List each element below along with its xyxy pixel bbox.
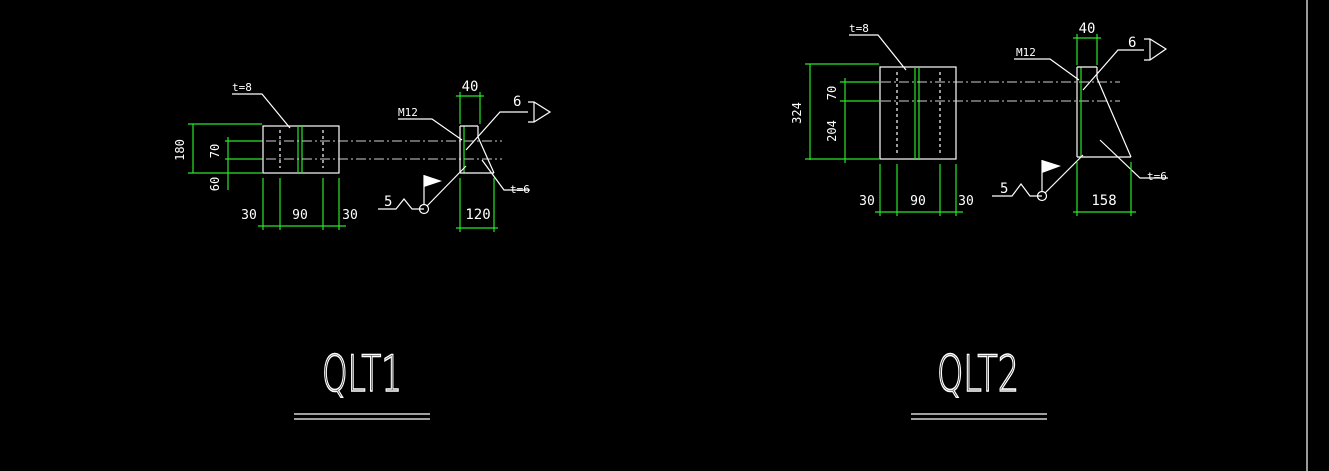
qlt2-dim-bottom-edge: 204: [825, 120, 839, 142]
qlt1-dim-right-edge: 30: [342, 208, 358, 223]
qlt2-dim-top-width: 40: [1079, 21, 1096, 37]
qlt2-weld-size-top: 6: [1128, 35, 1136, 51]
qlt2-weld-size-bottom: 5: [1000, 181, 1008, 197]
qlt1-plate: [262, 125, 340, 174]
qlt1-dim-left-edge: 30: [241, 208, 257, 223]
qlt1-title: QLT1: [322, 345, 402, 403]
qlt2-dim-right-edge: 30: [958, 194, 974, 209]
qlt1-dim-bolt-spacing: 70: [208, 144, 222, 158]
qlt1-weld-size-top: 6: [513, 94, 521, 110]
qlt1-plate-label: t=8: [232, 81, 252, 94]
qlt1-dim-top-width: 40: [462, 79, 479, 95]
qlt1-stiffener-label: t=6: [510, 183, 530, 196]
qlt2-dim-bolt-spacing: 70: [825, 86, 839, 100]
qlt1-bolt-label: M12: [398, 106, 418, 119]
qlt2-plate: [879, 66, 957, 160]
qlt1-dim-bottom-width: 120: [465, 207, 490, 223]
qlt1-dim-total-height: 180: [173, 139, 187, 161]
detail-qlt2: 324 70 204 30 90 30 t=8 40 M12 6: [790, 21, 1168, 420]
qlt2-dim-bottom-width: 158: [1091, 193, 1116, 209]
qlt2-dim-left-edge: 30: [859, 194, 875, 209]
qlt1-dim-center: 90: [292, 208, 308, 223]
detail-qlt1: 180 70 60 30 90 30 t=8 40 M12 6: [173, 79, 552, 420]
qlt2-bolt-label: M12: [1016, 46, 1036, 59]
qlt2-stiffener-label: t=6: [1147, 170, 1167, 183]
qlt2-plate-label: t=8: [849, 22, 869, 35]
qlt1-weld-size-bottom: 5: [384, 194, 392, 210]
qlt2-field-flag-icon: [1042, 160, 1061, 173]
qlt1-dim-bottom-edge: 60: [208, 177, 222, 191]
qlt1-field-flag-icon: [424, 175, 442, 187]
qlt2-dim-center: 90: [910, 194, 926, 209]
qlt2-title: QLT2: [937, 345, 1019, 403]
qlt2-dim-total-height: 324: [790, 102, 804, 124]
